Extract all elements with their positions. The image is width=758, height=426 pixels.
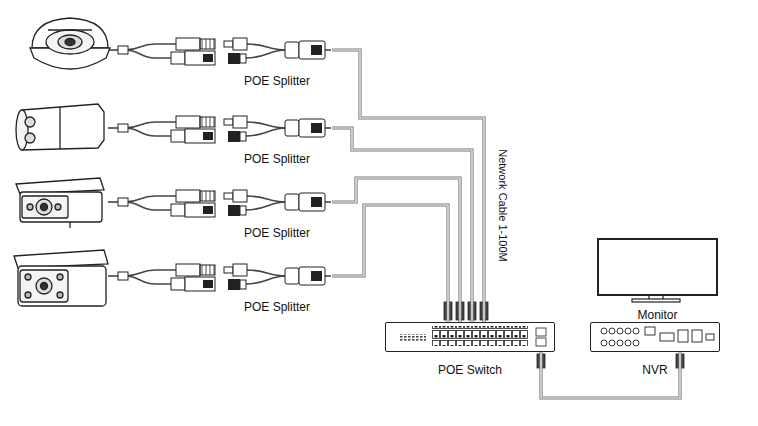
cable-core	[332, 178, 460, 322]
cable-outline	[332, 128, 472, 322]
poe-splitter: POE Splitter	[222, 114, 332, 144]
network-cable	[332, 178, 460, 322]
cable-length-label: Network Cable 1-100M	[495, 147, 508, 264]
cable-core	[541, 352, 680, 398]
network-cable	[541, 352, 680, 398]
node-label: POE Switch	[438, 363, 502, 377]
node-label: NVR	[642, 363, 667, 377]
node-label: POE Splitter	[244, 300, 310, 314]
cable-core	[332, 205, 448, 322]
cable-core	[332, 128, 472, 322]
poe-switch: POE Switch	[385, 322, 555, 352]
node-label: POE Splitter	[244, 226, 310, 240]
poe-splitter: POE Splitter	[222, 188, 332, 218]
node-label: Monitor	[637, 308, 677, 322]
network-cable	[332, 50, 484, 322]
cable-outline	[332, 50, 484, 322]
cable-outline	[541, 352, 680, 398]
node-label: POE Splitter	[244, 152, 310, 166]
network-cable	[332, 128, 472, 322]
poe-splitter: POE Splitter	[222, 36, 332, 66]
monitor-screen: Monitor	[597, 238, 718, 296]
nvr-box: NVR	[590, 322, 720, 352]
poe-splitter: POE Splitter	[222, 262, 332, 292]
network-cable	[332, 205, 448, 322]
node-label: POE Splitter	[244, 74, 310, 88]
cable-outline	[332, 205, 448, 322]
cable-outline	[332, 178, 460, 322]
cable-core	[332, 50, 484, 322]
